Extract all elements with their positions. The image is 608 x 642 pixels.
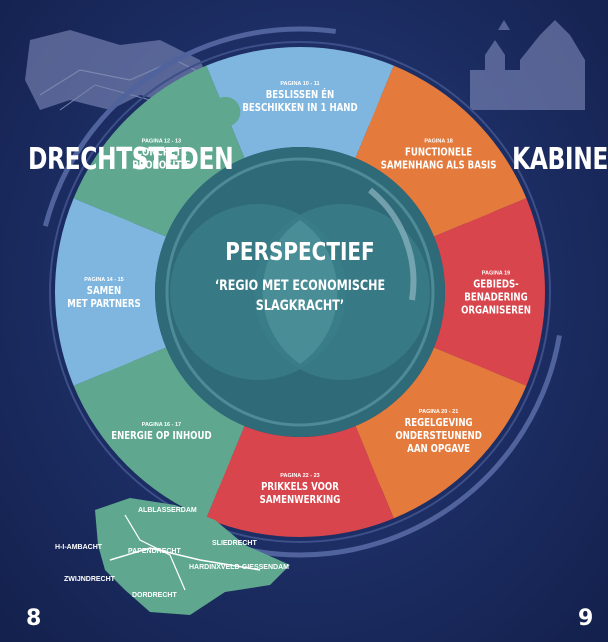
puzzle-segment-6 [73,347,245,519]
segment-title-line: FUNCTIONELE [405,147,472,159]
puzzle-segment-7 [55,198,167,386]
map-label-h-i-ambacht: H-I-AMBACHT [55,544,103,551]
segment-page-ref: PAGINA 22 - 23 [280,473,319,479]
page-number-left: 8 [26,606,42,631]
segment-page-ref: PAGINA 20 - 21 [419,409,458,415]
puzzle-segment-1 [206,46,394,159]
center-subtitle-line1: ‘REGIO MET ECONOMISCHE [215,277,385,294]
segment-label-4: PAGINA 20 - 21 REGELGEVINGONDERSTEUNENDAA… [395,409,482,455]
segment-title-line: ONDERSTEUNEND [395,430,482,442]
segment-title-line: ENERGIE OP INHOUD [111,430,211,442]
segment-page-ref: PAGINA 18 [424,138,452,144]
segment-title-line: CONCRETE [136,147,187,159]
segment-title-line: BESLISSEN ÉN [266,87,334,101]
map-label-alblasserdam: ALBLASSERDAM [138,507,197,514]
puzzle-segment-5 [206,425,394,537]
map-label-sliedrecht: SLIEDRECHT [212,540,257,547]
segment-title-line: SAMENHANG ALS BASIS [381,160,497,172]
segment-page-ref: PAGINA 16 - 17 [142,422,181,428]
puzzle-ring [55,46,545,537]
heading-drechtsteden: DRECHTSTEDEN [28,142,234,177]
map-label-zwijndrecht: ZWIJNDRECHT [64,576,116,583]
puzzle-segment-4 [355,347,527,519]
segment-title-line: AAN OPGAVE [407,443,470,455]
segment-page-ref: PAGINA 10 - 11 [280,81,319,87]
center-hub: PERSPECTIEF ‘REGIO MET ECONOMISCHE SLAGK… [155,147,445,437]
puzzle-segment-3 [433,198,545,386]
segment-title-line: BESCHIKKEN IN 1 HAND [242,102,357,114]
map-label-hardinxveld-giessendam: HARDINXVELD-GIESSENDAM [189,564,289,571]
map-label-papendrecht: PAPENDRECHT [128,548,181,555]
puzzle-segment-2 [355,65,527,237]
segment-page-ref: PAGINA 12 - 13 [142,138,181,144]
center-subtitle-line2: SLAGKRACHT’ [256,297,344,314]
segment-page-ref: PAGINA 19 [482,271,510,277]
segment-title-line: SAMEN [87,285,121,297]
page-number-right: 9 [578,606,594,631]
heading-kabinet: KABINET [512,142,608,177]
puzzle-segment-8 [73,65,245,237]
center-title: PERSPECTIEF [225,238,374,267]
church-skyline-graphic [470,20,585,110]
segment-title-line: BENADERING [464,292,528,304]
segment-title-line: MET PARTNERS [67,298,141,310]
segment-title-line: REGELGEVING [405,417,473,429]
segment-title-line: PROPOSITIE [132,160,190,172]
segment-title-line: SAMENWERKING [260,494,341,506]
puzzle-knob-8 [210,96,241,127]
map-label-dordrecht: DORDRECHT [132,592,177,599]
segment-title-line: ORGANISEREN [461,305,531,317]
segment-page-ref: PAGINA 14 - 15 [84,277,123,283]
region-map: ALBLASSERDAM H-I-AMBACHT SLIEDRECHT PAPE… [55,498,290,615]
segment-label-6: PAGINA 16 - 17 ENERGIE OP INHOUD [111,422,211,442]
segment-title-line: GEBIEDS- [473,279,518,291]
segment-title-line: PRIKKELS VOOR [261,481,339,493]
